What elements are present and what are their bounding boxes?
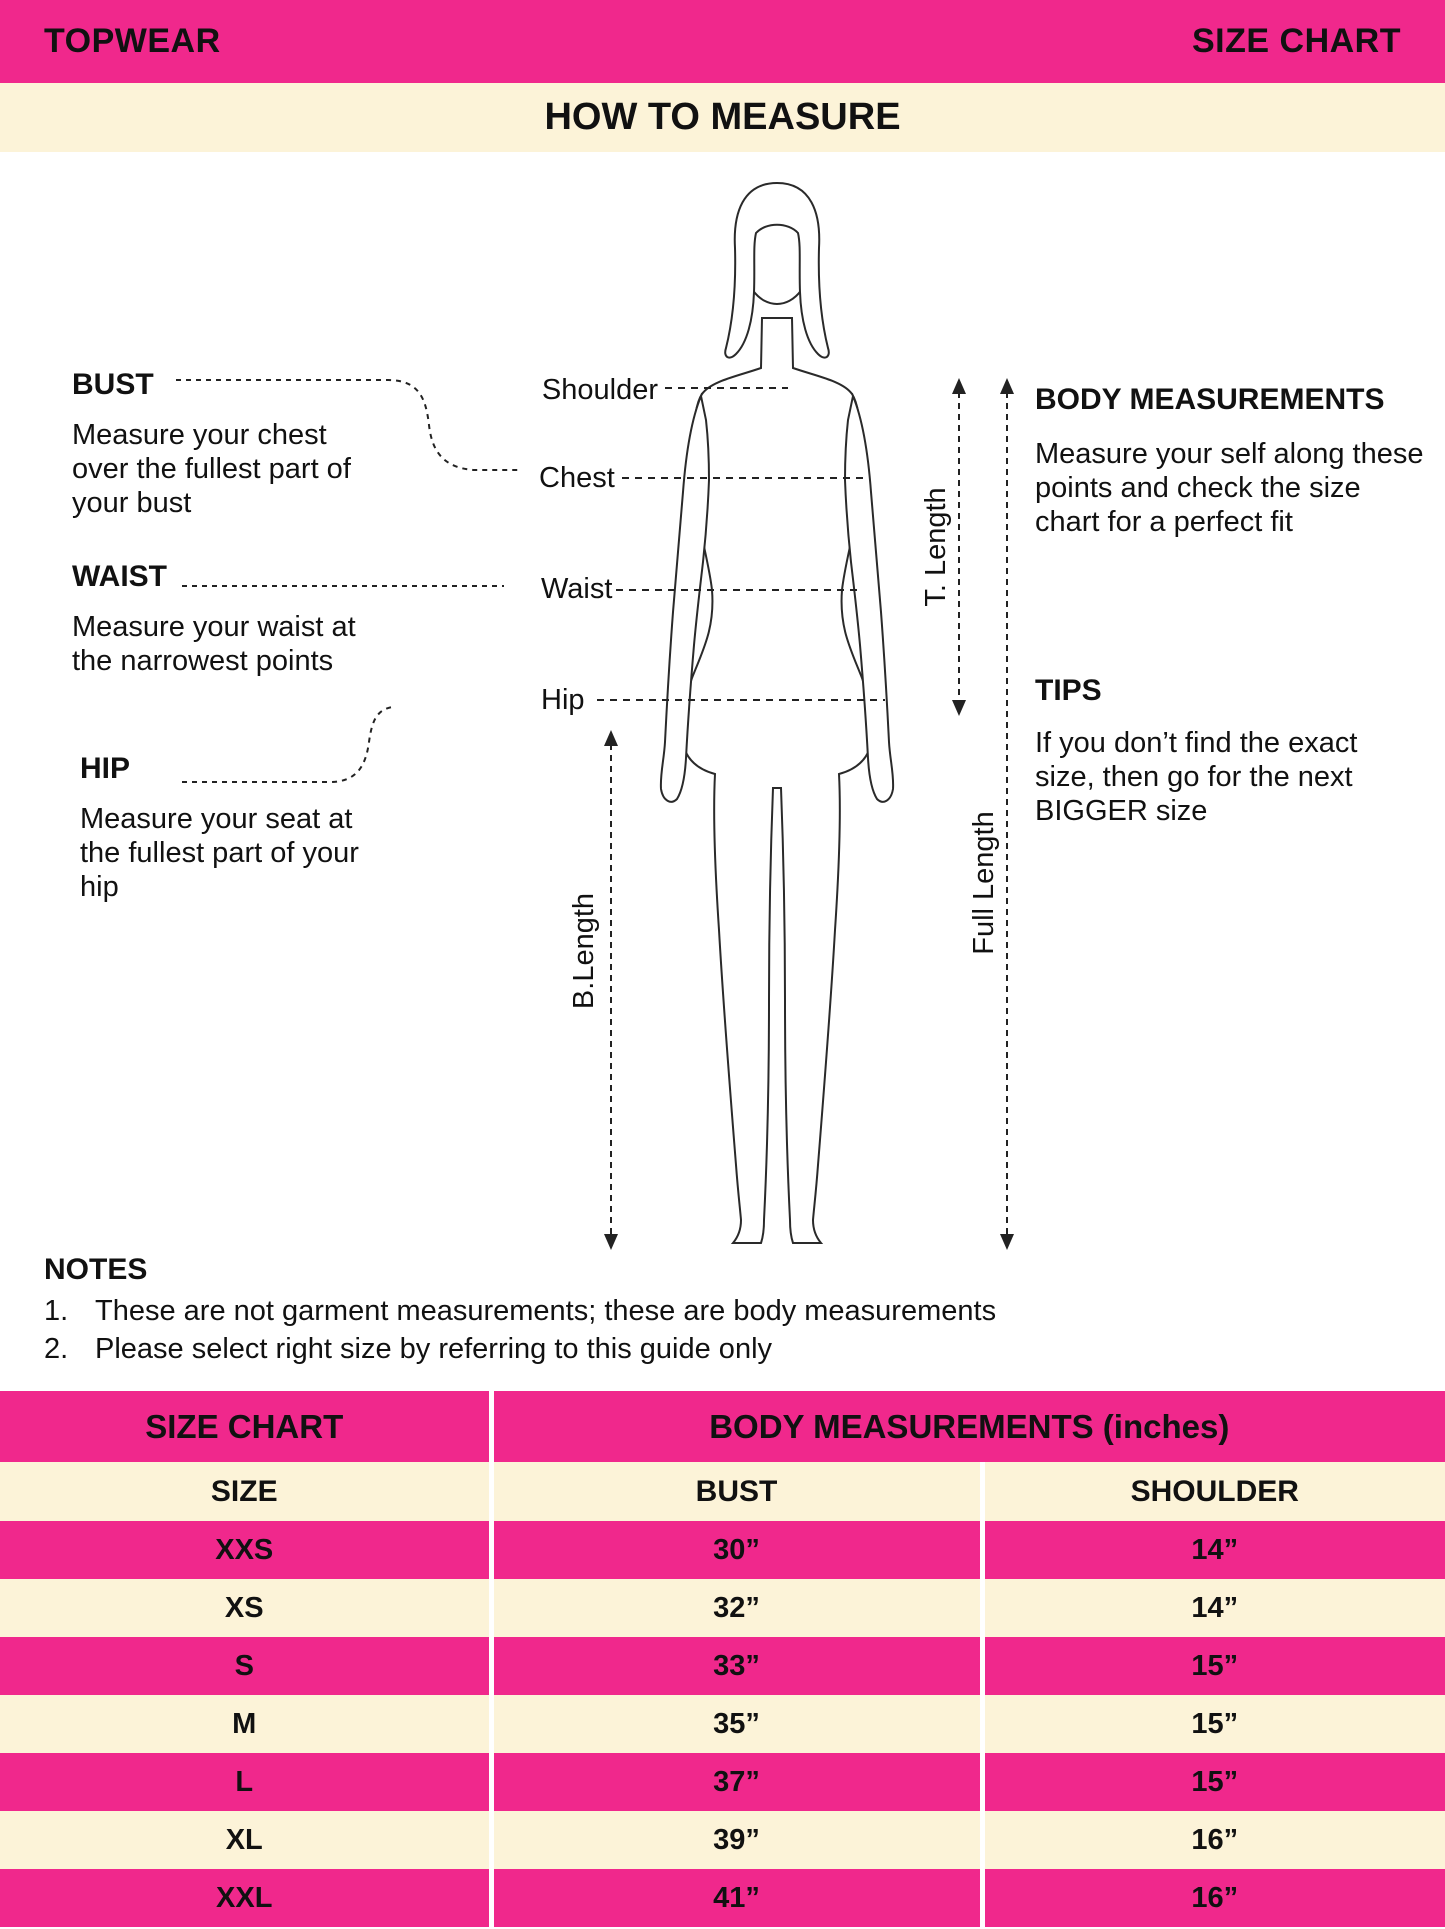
top-bar: TOPWEAR SIZE CHART xyxy=(0,0,1445,83)
hip-point-label: Hip xyxy=(541,684,585,716)
size-cell: XXL xyxy=(216,1881,273,1914)
table-row: L 37” 15” xyxy=(0,1753,1445,1811)
b-length-label: B.Length xyxy=(568,892,600,1010)
t-length-arrowhead-up xyxy=(952,378,966,394)
table-column-header-row: SIZE BUST SHOULDER xyxy=(0,1462,1445,1521)
bust-cell: 35” xyxy=(488,1695,982,1753)
body-measurements-heading: BODY MEASUREMENTS xyxy=(1035,383,1385,416)
note-item-2: 2. Please select right size by referring… xyxy=(44,1332,1244,1366)
shoulder-cell: 15” xyxy=(979,1637,1445,1695)
size-chart-table-title: SIZE CHART xyxy=(145,1407,344,1445)
figure-hair xyxy=(724,181,830,359)
size-cell: M xyxy=(232,1707,257,1740)
shoulder-cell: 16” xyxy=(979,1811,1445,1869)
size-chart-table: SIZE CHART BODY MEASUREMENTS (inches) SI… xyxy=(0,1391,1445,1927)
hip-heading: HIP xyxy=(80,752,131,785)
figure-body xyxy=(680,317,874,1244)
category-title: TOPWEAR xyxy=(44,22,221,60)
figure-right-arm xyxy=(843,392,895,803)
waist-description: Measure your waist at the narrowest poin… xyxy=(72,611,356,677)
size-cell: S xyxy=(234,1649,254,1682)
bust-cell: 32” xyxy=(488,1579,982,1637)
table-row: S 33” 15” xyxy=(0,1637,1445,1695)
table-row: XXS 30” 14” xyxy=(0,1521,1445,1579)
bust-heading: BUST xyxy=(72,368,154,401)
note-item-1: 1. These are not garment measurements; t… xyxy=(44,1294,1244,1328)
note-1-number: 1. xyxy=(44,1295,69,1327)
shoulder-cell: 14” xyxy=(979,1579,1445,1637)
size-cell: XS xyxy=(224,1591,264,1624)
body-figure-illustration xyxy=(659,181,895,1244)
b-length-arrowhead-up xyxy=(604,730,618,746)
full-length-arrowhead-up xyxy=(1000,378,1014,394)
tips-description: If you don’t find the exact size, then g… xyxy=(1035,727,1358,827)
waist-point-label: Waist xyxy=(541,573,613,605)
page-title: SIZE CHART xyxy=(1192,22,1401,60)
hip-description: Measure your seat at the fullest part of… xyxy=(80,803,359,903)
note-1-text: These are not garment measurements; thes… xyxy=(95,1295,997,1327)
figure-face xyxy=(742,211,812,305)
column-header-shoulder: SHOULDER xyxy=(979,1462,1445,1521)
notes-heading: NOTES xyxy=(44,1253,148,1286)
bust-cell: 41” xyxy=(488,1869,982,1927)
shoulder-cell: 14” xyxy=(979,1521,1445,1579)
table-row: XL 39” 16” xyxy=(0,1811,1445,1869)
bust-cell: 37” xyxy=(488,1753,982,1811)
note-2-number: 2. xyxy=(44,1333,69,1365)
bust-description: Measure your chest over the fullest part… xyxy=(72,419,351,519)
size-cell: XXS xyxy=(215,1533,274,1566)
bust-cell: 33” xyxy=(488,1637,982,1695)
bust-cell: 30” xyxy=(488,1521,982,1579)
chest-point-label: Chest xyxy=(539,462,615,494)
shoulder-point-label: Shoulder xyxy=(541,374,658,406)
table-row: XS 32” 14” xyxy=(0,1579,1445,1637)
tips-heading: TIPS xyxy=(1035,674,1102,707)
table-title-row: SIZE CHART BODY MEASUREMENTS (inches) xyxy=(0,1391,1445,1462)
table-row: XXL 41” 16” xyxy=(0,1869,1445,1927)
waist-heading: WAIST xyxy=(72,560,167,593)
figure-left-arm xyxy=(659,392,711,803)
t-length-arrowhead-down xyxy=(952,700,966,716)
shoulder-cell: 16” xyxy=(979,1869,1445,1927)
full-length-arrowhead-down xyxy=(1000,1234,1014,1250)
body-measurements-group-header: BODY MEASUREMENTS (inches) xyxy=(488,1391,1445,1462)
size-cell: XL xyxy=(225,1823,263,1856)
shoulder-cell: 15” xyxy=(979,1695,1445,1753)
column-header-bust: BUST xyxy=(488,1462,982,1521)
bust-cell: 39” xyxy=(488,1811,982,1869)
hip-connector-line xyxy=(182,706,393,783)
how-to-measure-bar: HOW TO MEASURE xyxy=(0,83,1445,152)
full-length-label: Full Length xyxy=(968,811,1000,955)
shoulder-cell: 15” xyxy=(979,1753,1445,1811)
size-cell: L xyxy=(235,1765,254,1798)
body-measurements-description: Measure your self along these points and… xyxy=(1035,438,1424,538)
b-length-arrowhead-down xyxy=(604,1234,618,1250)
note-2-text: Please select right size by referring to… xyxy=(95,1333,773,1365)
how-to-measure-title: HOW TO MEASURE xyxy=(544,96,901,138)
table-row: M 35” 15” xyxy=(0,1695,1445,1753)
column-header-size: SIZE xyxy=(210,1474,278,1508)
t-length-label: T. Length xyxy=(920,487,952,607)
